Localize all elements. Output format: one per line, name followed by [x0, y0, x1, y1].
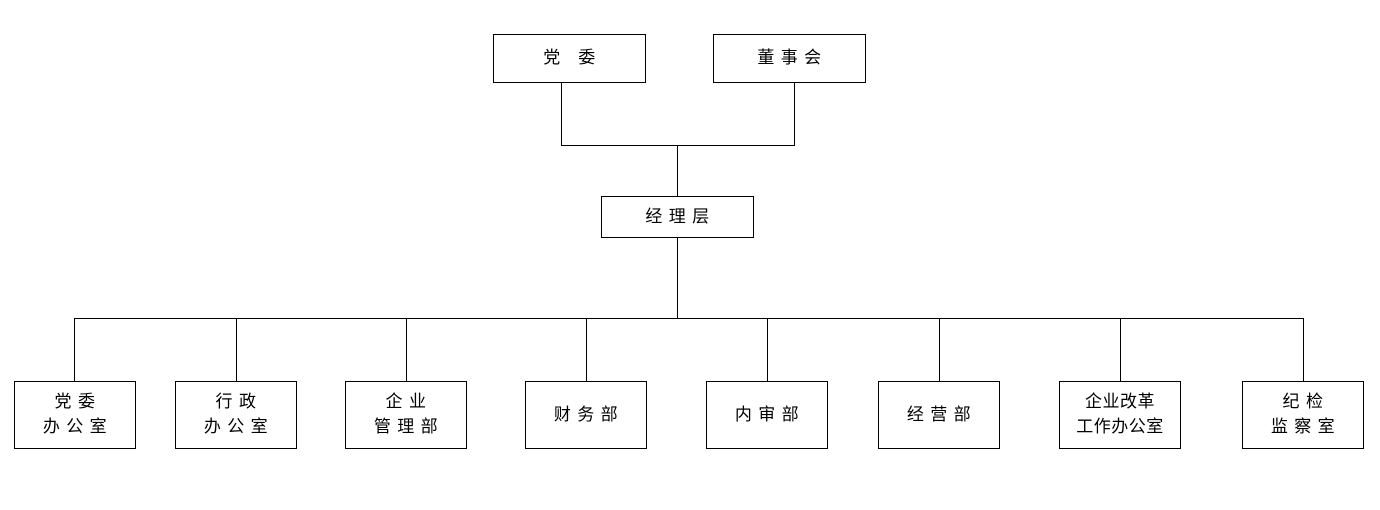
edge-party-committee-down [561, 83, 562, 145]
edge-management-trunk [677, 238, 678, 319]
edge-drop-administrative-office [236, 318, 237, 381]
node-enterprise-management-dept[interactable]: 企 业 管 理 部 [345, 381, 467, 449]
node-label-line2: 工作办公室 [1076, 417, 1164, 437]
node-label-line1: 内 审 部 [734, 404, 800, 425]
node-label-line2: 监 察 室 [1270, 417, 1336, 437]
node-finance-dept[interactable]: 财 务 部 [525, 381, 647, 449]
edge-drop-operations-dept [939, 318, 940, 381]
node-label-line1: 经 理 层 [645, 206, 710, 227]
node-discipline-inspection-office[interactable]: 纪 检 监 察 室 [1242, 381, 1364, 449]
edge-drop-finance-dept [586, 318, 587, 381]
edge-drop-enterprise-reform-office [1120, 318, 1121, 381]
node-label-line1: 经 营 部 [906, 404, 972, 425]
node-party-committee[interactable]: 党 委 [493, 34, 646, 83]
node-label-line1: 行 政 [215, 391, 257, 412]
edge-board-of-directors-down [794, 83, 795, 145]
edge-drop-party-committee-office [74, 318, 75, 381]
node-internal-audit-dept[interactable]: 内 审 部 [706, 381, 828, 449]
edge-drop-enterprise-management-dept [406, 318, 407, 381]
edge-top-merge-bar [561, 145, 795, 146]
edge-drop-internal-audit-dept [767, 318, 768, 381]
node-board-of-directors[interactable]: 董 事 会 [713, 34, 866, 83]
node-label-line1: 党 委 [543, 48, 596, 69]
node-management-layer[interactable]: 经 理 层 [601, 196, 754, 238]
node-label-line1: 董 事 会 [757, 48, 822, 69]
node-label-line1: 党 委 [54, 391, 96, 412]
node-label-line2: 办 公 室 [42, 417, 108, 437]
node-administrative-office[interactable]: 行 政 办 公 室 [175, 381, 297, 449]
node-operations-dept[interactable]: 经 营 部 [878, 381, 1000, 449]
edge-merge-to-management [677, 145, 678, 196]
node-enterprise-reform-office[interactable]: 企业改革 工作办公室 [1059, 381, 1181, 449]
node-party-committee-office[interactable]: 党 委 办 公 室 [14, 381, 136, 449]
edge-drop-discipline-inspection-office [1303, 318, 1304, 381]
node-label-line1: 纪 检 [1282, 391, 1324, 412]
node-label-line1: 财 务 部 [553, 404, 619, 425]
node-label-line1: 企 业 [385, 391, 427, 412]
node-label-line2: 办 公 室 [203, 417, 269, 437]
node-label-line2: 管 理 部 [373, 417, 439, 437]
edge-department-distribution-bar [74, 318, 1304, 319]
node-label-line1: 企业改革 [1085, 391, 1155, 412]
